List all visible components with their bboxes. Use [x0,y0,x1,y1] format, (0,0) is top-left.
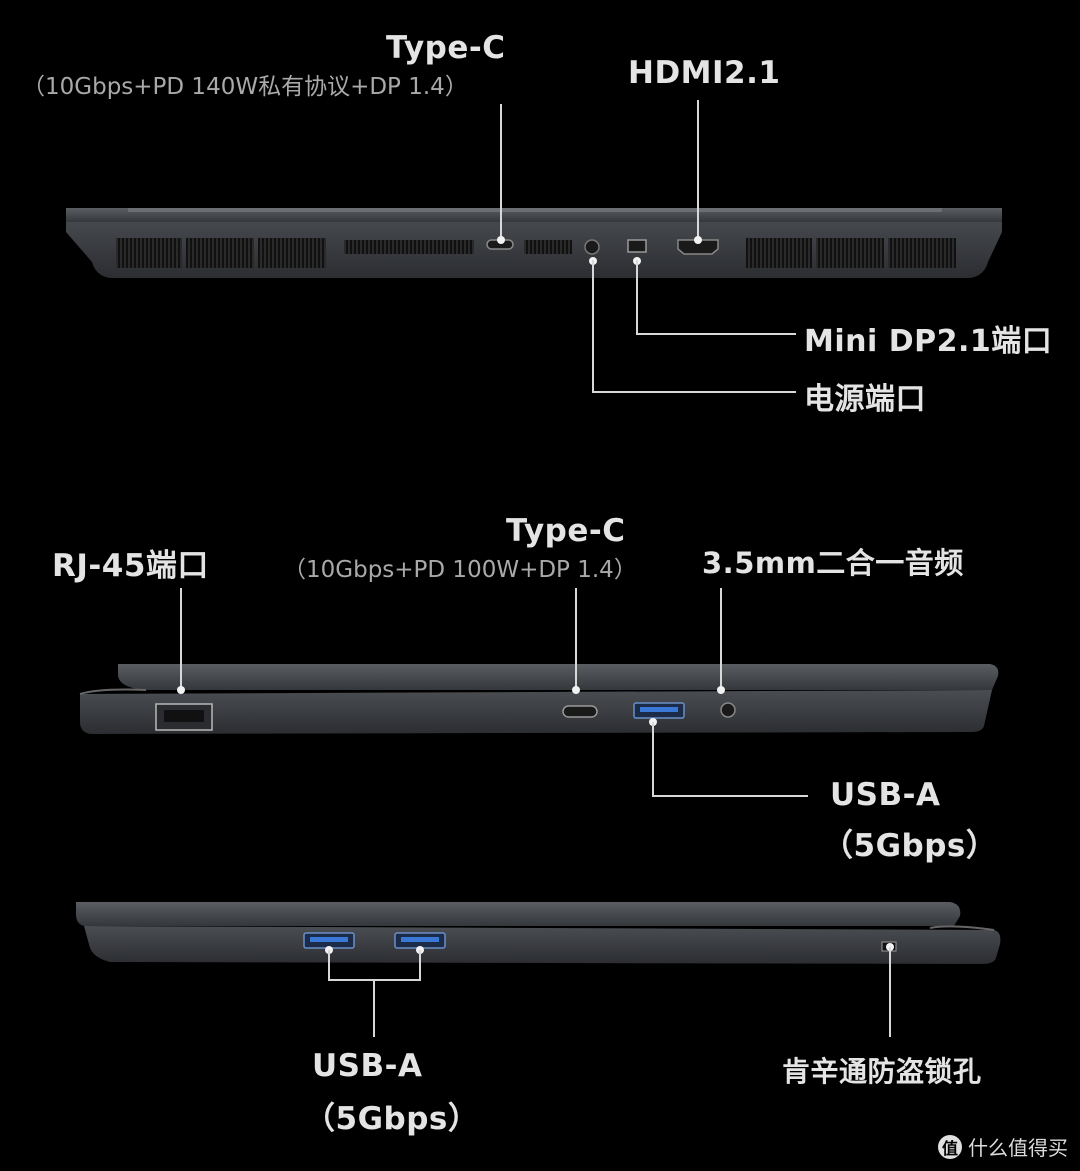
rear-view-laptop [66,208,1002,278]
right-usba-detail: （5Gbps） [304,1101,480,1137]
rear-hdmi-marker [694,236,702,244]
left-typec-leader [575,588,577,688]
right-usba-leader-stem [373,979,375,1037]
rear-typec-leader [500,104,502,238]
left-typec-marker [572,686,580,694]
rear-vent-4 [746,238,812,268]
left-typec-detail: （10Gbps+PD 100W+DP 1.4） [283,557,637,583]
audio-title: 3.5mm二合一音频 [702,546,964,580]
left-usba-tongue [640,707,678,712]
rear-hdmi-leader [697,100,699,238]
rear-minidp-port [627,239,647,253]
minidp-leader-horizontal [636,333,796,335]
rear-grille-small [524,240,572,254]
rear-grille [344,240,474,254]
right-usba-title: USB-A [312,1048,423,1084]
minidp-title: Mini DP2.1端口 [804,324,1053,359]
right-usba-leader-left [328,950,330,980]
left-typec-title: Type-C [506,513,626,549]
right-usba-tongue-1 [310,937,348,942]
rear-vent-2 [186,238,254,268]
watermark-text: 什么值得买 [968,1136,1068,1160]
audio-leader [720,588,722,688]
audio-jack [720,702,736,718]
rear-typec-title: Type-C [386,30,506,66]
left-usba-title: USB-A [830,777,941,813]
rear-typec-detail: （10Gbps+PD 140W私有协议+DP 1.4） [22,74,468,100]
left-usba-leader-horizontal [652,795,808,797]
lock-title: 肯辛通防盗锁孔 [782,1055,982,1088]
rj45-leader [180,588,182,688]
rj45-port-opening [164,710,204,722]
rear-vent-5 [816,238,884,268]
right-usba-leader-right [419,950,421,980]
rear-vent-1 [116,238,182,268]
right-side-laptop [76,902,1001,964]
rear-hdmi-port [677,239,719,255]
rear-vent-6 [888,238,956,268]
power-leader-horizontal [592,391,796,393]
audio-marker [717,686,725,694]
zhi-icon: 值 [938,1134,962,1159]
minidp-leader-vertical [636,260,638,334]
rear-hdmi-title: HDMI2.1 [628,55,781,91]
rj45-marker [177,686,185,694]
rear-typec-marker [497,236,505,244]
rear-power-port [584,239,600,255]
watermark: 值 什么值得买 [938,1132,1068,1161]
left-typec-port [562,705,598,718]
rear-vent-3 [258,238,326,268]
rj45-title: RJ-45端口 [52,548,209,584]
left-side-laptop [79,664,999,734]
power-leader-vertical [592,260,594,392]
left-usba-leader-vertical [652,722,654,796]
right-usba-tongue-2 [401,937,439,942]
lock-leader [889,947,891,1037]
power-title: 电源端口 [804,382,926,417]
left-usba-detail: （5Gbps） [822,828,998,864]
